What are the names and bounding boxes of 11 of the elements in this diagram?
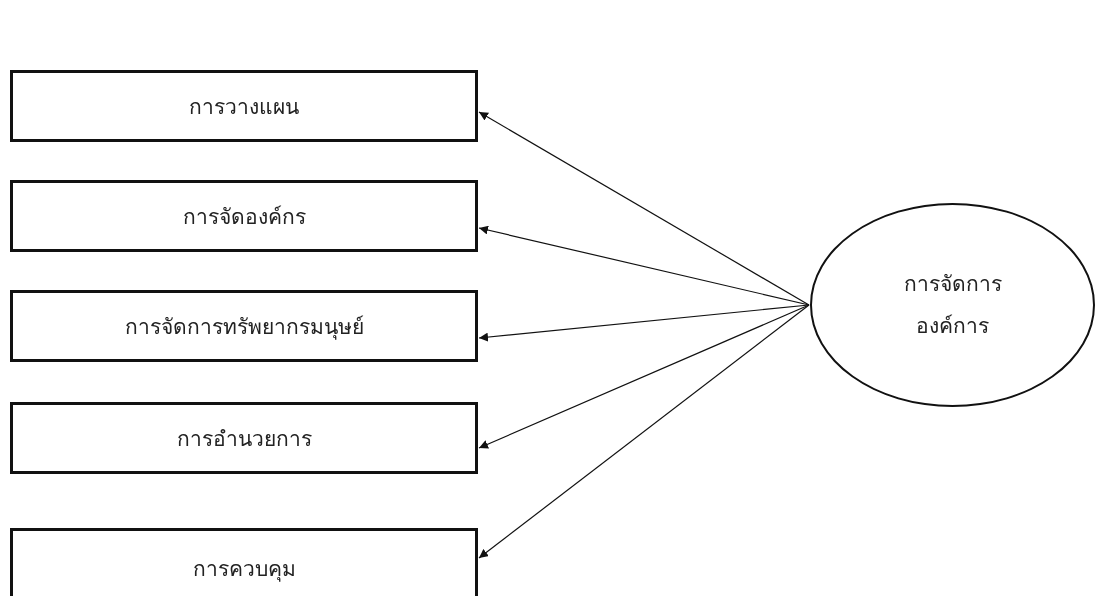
arrow bbox=[478, 304, 810, 342]
arrow bbox=[478, 304, 810, 559]
process-box: การอำนวยการ bbox=[10, 402, 478, 474]
arrow bbox=[478, 111, 810, 306]
concept-ellipse: การจัดการองค์การ bbox=[810, 203, 1095, 407]
process-box: การจัดการทรัพยากรมนุษย์ bbox=[10, 290, 478, 362]
arrow bbox=[478, 304, 810, 449]
process-box: การจัดองค์กร bbox=[10, 180, 478, 252]
arrow bbox=[478, 225, 810, 306]
process-box: การวางแผน bbox=[10, 70, 478, 142]
process-box: การควบคุม bbox=[10, 528, 478, 596]
